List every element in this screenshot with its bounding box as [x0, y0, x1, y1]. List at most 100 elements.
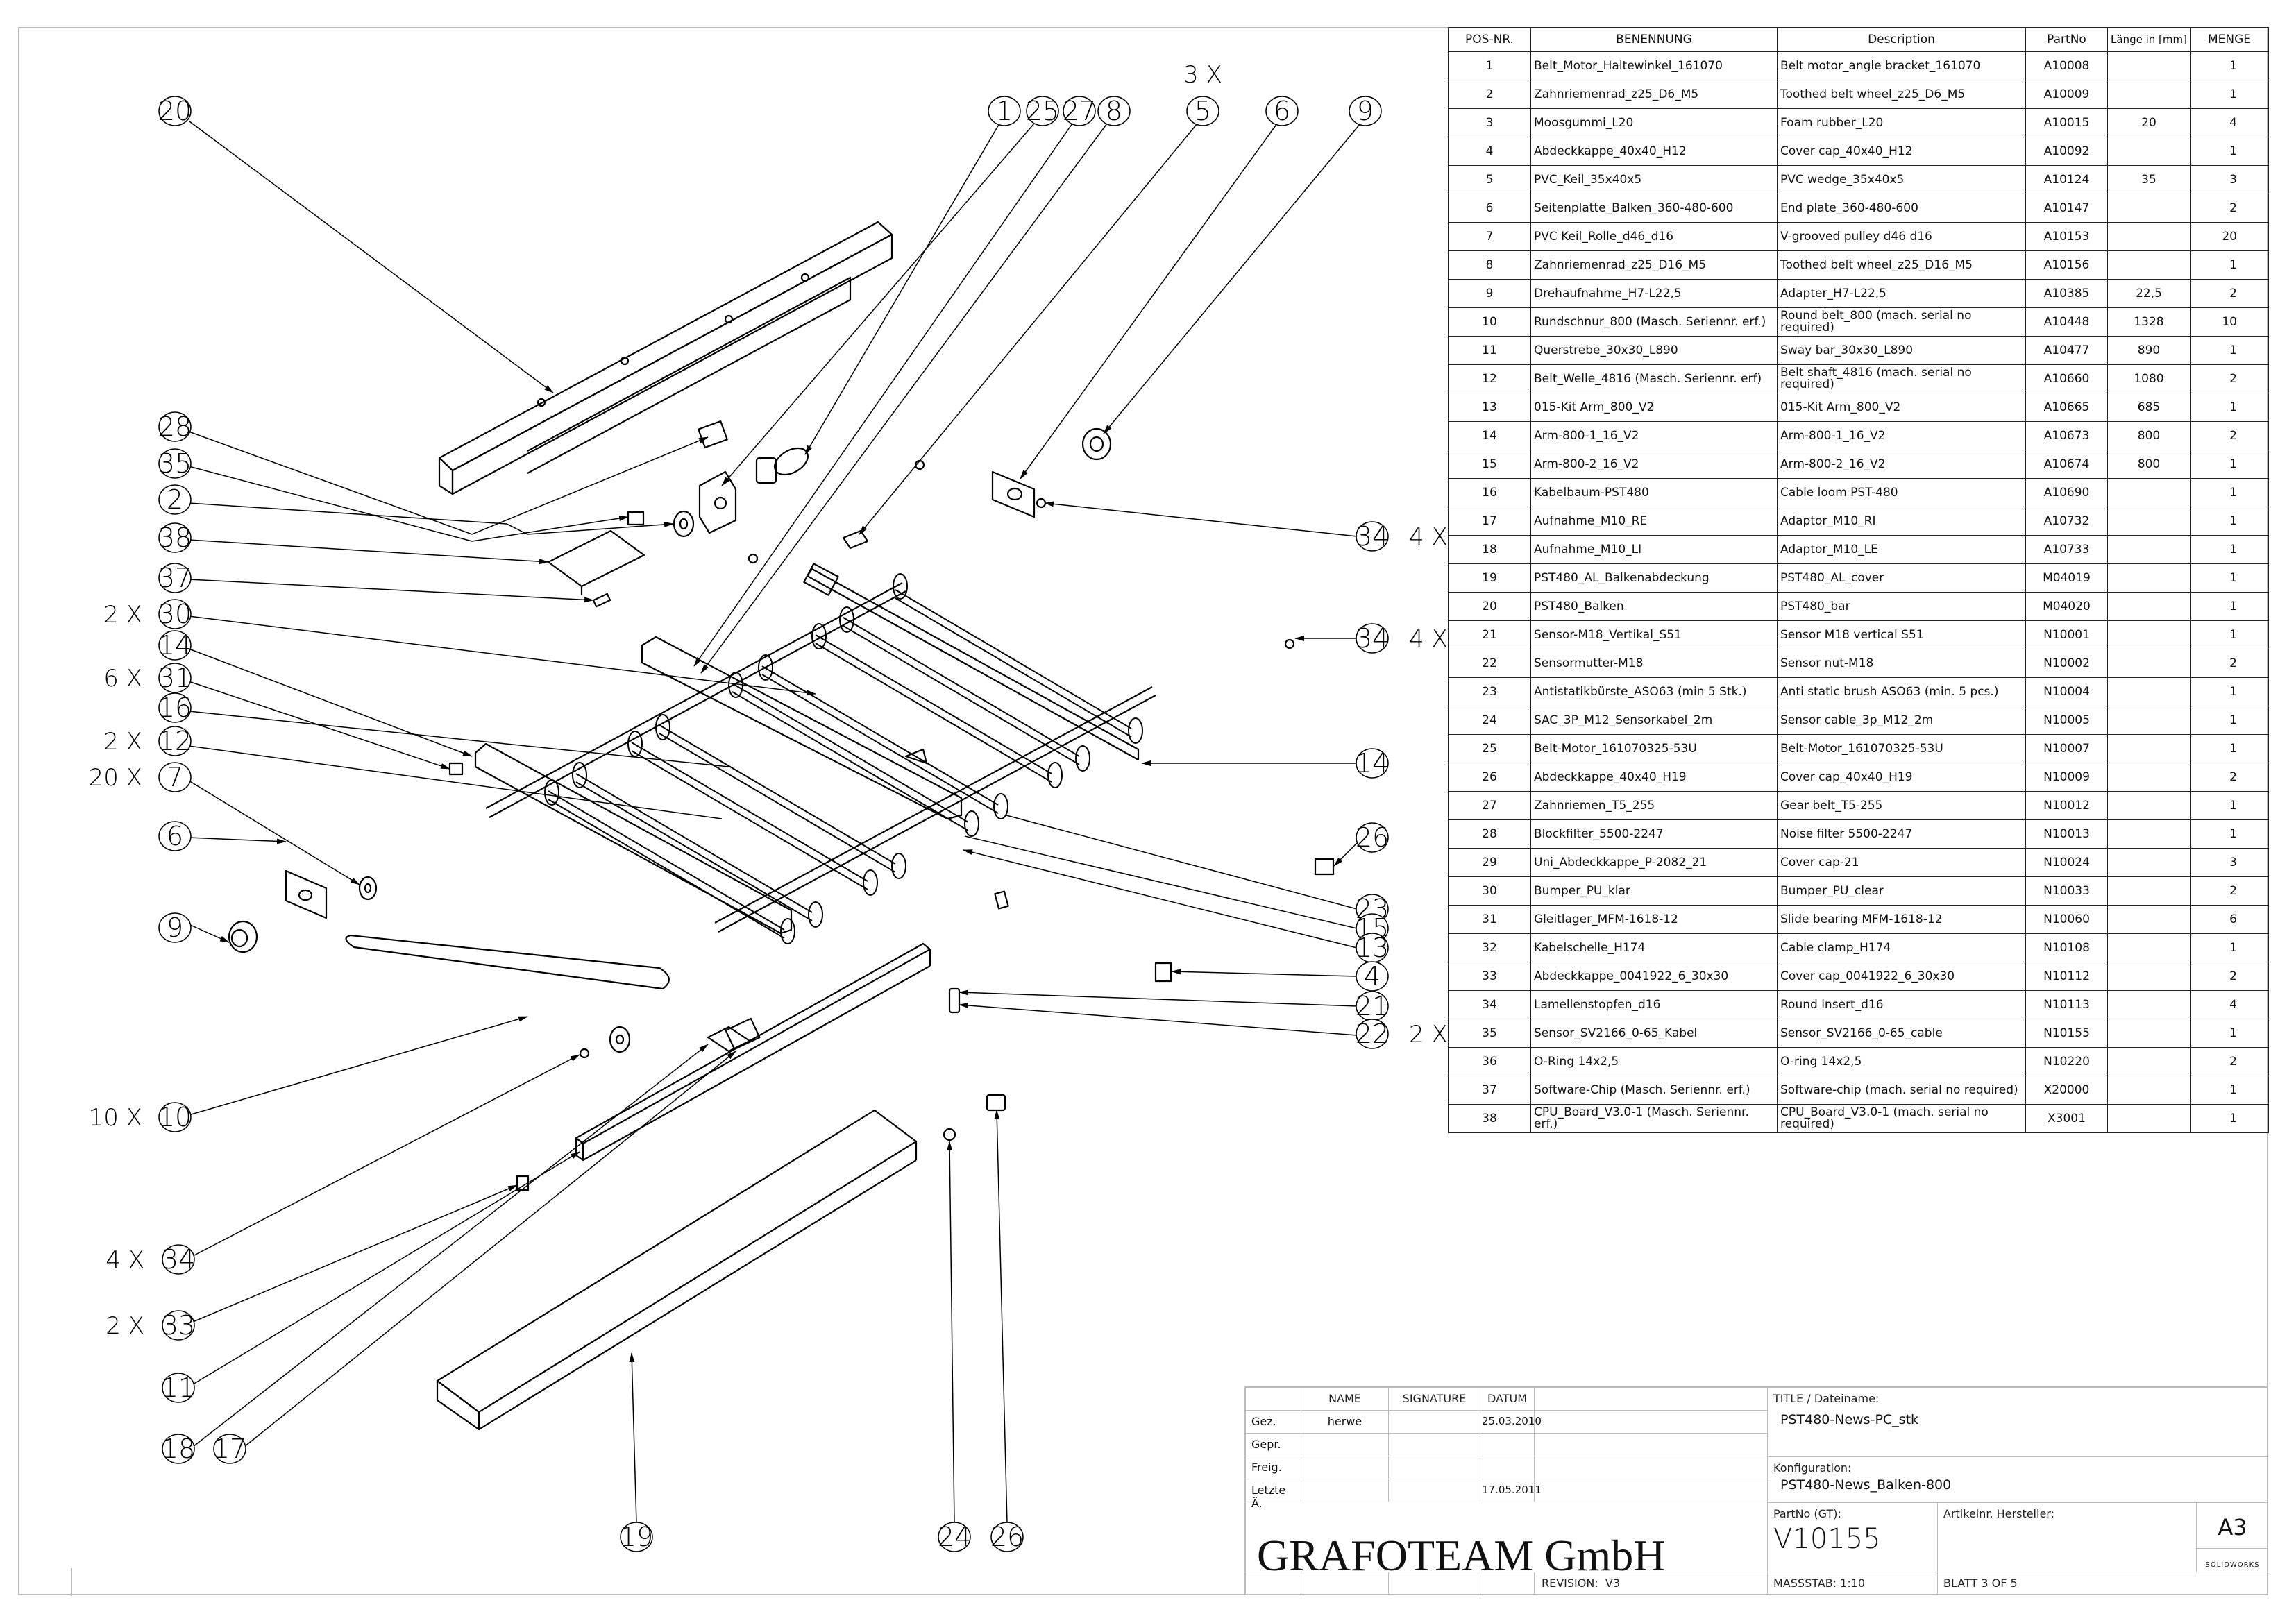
balloon-13: 13 — [1356, 933, 1389, 963]
bom-cell-benennung: Arm-800-1_16_V2 — [1530, 421, 1778, 450]
article-label: Artikelnr. Hersteller: — [1943, 1507, 2054, 1520]
bom-cell-menge: 4 — [2190, 990, 2269, 1019]
bom-cell-benennung: Software-Chip (Masch. Seriennr. erf.) — [1530, 1076, 1778, 1105]
balloon-number: 22 — [1356, 1019, 1389, 1049]
part-cpu-board-38 — [547, 529, 645, 595]
bom-cell-partno: N10012 — [2025, 791, 2108, 820]
part-brush-23 — [994, 890, 1009, 910]
tb-scale: MASSSTAB: 1:10 — [1768, 1572, 1938, 1595]
balloon-number: 31 — [158, 663, 192, 693]
bom-cell-benennung: Uni_Abdeckkappe_P-2082_21 — [1530, 848, 1778, 877]
tb-row-label: Letzte Ä. — [1246, 1479, 1301, 1510]
part-cover-cap-26-right — [1314, 858, 1335, 876]
bom-cell-description: CPU_Board_V3.0-1 (mach. serial no requir… — [1777, 1104, 2026, 1133]
tb-header-name: NAME — [1301, 1388, 1389, 1411]
balloon-circle — [158, 599, 192, 629]
bom-cell-pos: 26 — [1448, 763, 1531, 792]
balloon-number: 25 — [1026, 96, 1059, 126]
bom-cell-pos: 37 — [1448, 1076, 1531, 1105]
bom-cell-partno: N10112 — [2025, 962, 2108, 991]
part-sensor-cable-35 — [627, 511, 645, 526]
tb-bottom-empty-1 — [1246, 1572, 1301, 1595]
bom-cell-description: Sensor_SV2166_0-65_cable — [1777, 1019, 2026, 1048]
part-al-cover-19 — [436, 1109, 918, 1431]
balloon-number: 6 — [1274, 96, 1290, 126]
balloon-33: 332 X — [105, 1310, 195, 1341]
tb-spacer — [1535, 1388, 1768, 1411]
bom-cell-pos: 29 — [1448, 848, 1531, 877]
bom-header-benennung: BENENNUNG — [1530, 27, 1778, 52]
bom-cell-benennung: CPU_Board_V3.0-1 (Masch. Seriennr. erf.) — [1530, 1104, 1778, 1133]
tb-row-signature — [1389, 1456, 1480, 1479]
balloon-number: 11 — [162, 1373, 195, 1403]
tb-row-spacer — [1535, 1479, 1768, 1502]
balloon-1: 1 — [988, 96, 1021, 126]
bom-cell-menge: 1 — [2190, 393, 2269, 422]
bom-cell-pos: 24 — [1448, 706, 1531, 735]
bom-cell-description: Belt-Motor_161070325-53U — [1777, 734, 2026, 763]
bom-cell-pos: 14 — [1448, 421, 1531, 450]
bom-cell-benennung: Blockfilter_5500-2247 — [1530, 819, 1778, 849]
tb-row-label: Gez. — [1246, 1411, 1301, 1434]
bom-cell-menge: 2 — [2190, 421, 2269, 450]
balloon-8: 8 — [1097, 96, 1131, 126]
tb-config-cell: Konfiguration: PST480-News_Balken-800 — [1768, 1457, 2268, 1503]
bom-cell-description: Toothed belt wheel_z25_D6_M5 — [1777, 80, 2026, 109]
balloon-number: 9 — [167, 912, 183, 943]
bom-cell-menge: 3 — [2190, 165, 2269, 194]
balloon-circle — [1186, 96, 1219, 126]
bom-cell-benennung: Zahnriemen_T5_255 — [1530, 791, 1778, 820]
part-belt-wheel-8 — [609, 1026, 631, 1053]
bom-cell-laenge: 22,5 — [2107, 279, 2191, 308]
balloon-quantity: 6 X — [103, 665, 142, 692]
balloon-14: 14 — [1356, 748, 1389, 779]
balloon-circle — [162, 1244, 195, 1275]
bom-cell-benennung: Gleitlager_MFM-1618-12 — [1530, 905, 1778, 934]
part-round-belt-10 — [345, 934, 670, 990]
partno-label: PartNo (GT): — [1773, 1507, 1841, 1520]
balloon-number: 7 — [167, 762, 183, 792]
bom-cell-laenge — [2107, 962, 2191, 991]
bom-cell-laenge — [2107, 791, 2191, 820]
balloon-circle — [620, 1522, 653, 1552]
bom-cell-menge: 1 — [2190, 677, 2269, 706]
bom-cell-partno: A10673 — [2025, 421, 2108, 450]
bom-cell-benennung: Antistatikbürste_ASO63 (min 5 Stk.) — [1530, 677, 1778, 706]
bom-cell-description: PST480_bar — [1777, 592, 2026, 621]
part-adaptors-17-18 — [707, 1017, 761, 1053]
balloon-circle — [1265, 96, 1299, 126]
balloon-quantity: 2 X — [103, 601, 142, 629]
balloon-9: 9 — [1349, 96, 1382, 126]
bom-cell-pos: 8 — [1448, 250, 1531, 280]
balloon-number: 35 — [158, 448, 192, 479]
bom-cell-description: Cable loom PST-480 — [1777, 478, 2026, 507]
balloon-quantity: 4 X — [105, 1246, 144, 1274]
bom-cell-partno: M04019 — [2025, 563, 2108, 593]
part-bar-20 — [438, 221, 893, 495]
bom-cell-benennung: Querstrebe_30x30_L890 — [1530, 336, 1778, 365]
bom-cell-laenge — [2107, 848, 2191, 877]
balloon-circle — [158, 411, 192, 442]
bom-cell-benennung: PVC Keil_Rolle_d46_d16 — [1530, 222, 1778, 251]
bom-cell-description: PST480_AL_cover — [1777, 563, 2026, 593]
bom-cell-laenge — [2107, 592, 2191, 621]
config-label: Konfiguration: — [1773, 1461, 1852, 1475]
bom-cell-menge: 1 — [2190, 535, 2269, 564]
bom-cell-pos: 25 — [1448, 734, 1531, 763]
part-motor-25 — [755, 447, 809, 484]
tb-row-datum — [1480, 1434, 1535, 1456]
balloon-number: 6 — [167, 821, 183, 851]
scale-value: 1:10 — [1840, 1577, 1866, 1590]
scale-label: MASSSTAB: — [1773, 1577, 1837, 1590]
bom-cell-laenge — [2107, 933, 2191, 962]
bom-cell-pos: 22 — [1448, 649, 1531, 678]
